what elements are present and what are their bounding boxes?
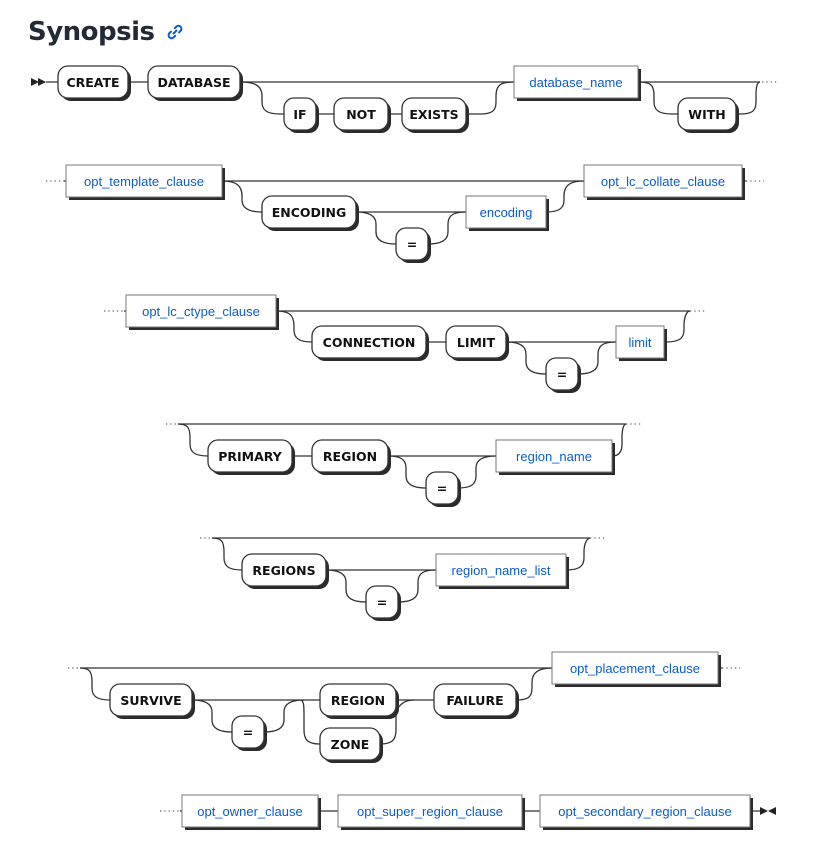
- keyword-region: REGION: [319, 683, 399, 719]
- nonterminal-region-name[interactable]: region_name: [495, 439, 615, 475]
- svg-text:database_name: database_name: [529, 75, 622, 90]
- svg-text:limit: limit: [628, 335, 651, 350]
- svg-text:NOT: NOT: [346, 107, 376, 122]
- svg-text:CONNECTION: CONNECTION: [323, 335, 416, 350]
- svg-text:=: =: [377, 595, 387, 610]
- svg-text:LIMIT: LIMIT: [457, 335, 496, 350]
- keyword-equals: =: [395, 227, 431, 263]
- keyword-survive: SURVIVE: [109, 683, 195, 719]
- keyword-database: DATABASE: [147, 65, 243, 101]
- nonterminal-database-name[interactable]: database_name: [513, 65, 641, 101]
- nonterminal-opt-placement-clause[interactable]: opt_placement_clause: [551, 651, 721, 687]
- nonterminal-region-name-list[interactable]: region_name_list: [435, 553, 569, 589]
- svg-text:region_name_list: region_name_list: [451, 563, 550, 578]
- svg-text:opt_lc_collate_clause: opt_lc_collate_clause: [601, 174, 725, 189]
- svg-text:opt_secondary_region_clause: opt_secondary_region_clause: [558, 804, 731, 819]
- keyword-with: WITH: [677, 97, 739, 133]
- keyword-equals: =: [365, 585, 401, 621]
- svg-text:EXISTS: EXISTS: [409, 107, 458, 122]
- svg-text:REGION: REGION: [323, 449, 377, 464]
- link-icon[interactable]: [165, 22, 185, 42]
- svg-text:FAILURE: FAILURE: [446, 693, 503, 708]
- keyword-equals: =: [231, 715, 267, 751]
- nonterminal-opt-owner-clause[interactable]: opt_owner_clause: [181, 794, 321, 830]
- page-title: Synopsis: [28, 17, 155, 47]
- svg-text:encoding: encoding: [480, 205, 533, 220]
- svg-text:CREATE: CREATE: [66, 75, 119, 90]
- svg-text:opt_super_region_clause: opt_super_region_clause: [357, 804, 503, 819]
- svg-text:REGION: REGION: [331, 693, 385, 708]
- keyword-limit: LIMIT: [445, 325, 509, 361]
- nonterminal-opt-super-region-clause[interactable]: opt_super_region_clause: [337, 794, 525, 830]
- keyword-connection: CONNECTION: [311, 325, 429, 361]
- svg-text:PRIMARY: PRIMARY: [218, 449, 282, 464]
- svg-text:=: =: [243, 725, 253, 740]
- svg-text:region_name: region_name: [516, 449, 592, 464]
- nonterminal-opt-lc-ctype-clause[interactable]: opt_lc_ctype_clause: [125, 294, 279, 330]
- svg-text:WITH: WITH: [688, 107, 725, 122]
- keyword-regions: REGIONS: [241, 553, 329, 589]
- keyword-equals: =: [545, 357, 581, 393]
- diagram-start-icon: [31, 78, 46, 86]
- keyword-region: REGION: [311, 439, 391, 475]
- svg-text:=: =: [437, 481, 447, 496]
- svg-text:DATABASE: DATABASE: [157, 75, 230, 90]
- diagram-end-icon: [760, 807, 776, 815]
- keyword-not: NOT: [333, 97, 391, 133]
- keyword-zone: ZONE: [319, 727, 383, 763]
- svg-text:SURVIVE: SURVIVE: [120, 693, 181, 708]
- svg-text:=: =: [557, 367, 567, 382]
- keyword-equals: =: [425, 471, 461, 507]
- keyword-if: IF: [283, 97, 319, 133]
- nonterminal-limit[interactable]: limit: [615, 325, 667, 361]
- synopsis-heading: Synopsis: [28, 12, 185, 52]
- keyword-exists: EXISTS: [401, 97, 469, 133]
- nonterminal-opt-template-clause[interactable]: opt_template_clause: [65, 164, 225, 200]
- svg-text:REGIONS: REGIONS: [252, 563, 315, 578]
- nonterminal-encoding[interactable]: encoding: [465, 195, 549, 231]
- svg-text:ENCODING: ENCODING: [272, 205, 347, 220]
- svg-text:=: =: [407, 237, 417, 252]
- svg-text:opt_owner_clause: opt_owner_clause: [197, 804, 303, 819]
- keyword-encoding: ENCODING: [261, 195, 359, 231]
- nonterminal-opt-lc-collate-clause[interactable]: opt_lc_collate_clause: [583, 164, 745, 200]
- svg-text:opt_lc_ctype_clause: opt_lc_ctype_clause: [142, 304, 260, 319]
- svg-text:opt_placement_clause: opt_placement_clause: [570, 661, 700, 676]
- keyword-failure: FAILURE: [433, 683, 519, 719]
- nonterminal-opt-secondary-region-clause[interactable]: opt_secondary_region_clause: [539, 794, 753, 830]
- svg-text:ZONE: ZONE: [331, 737, 370, 752]
- svg-text:opt_template_clause: opt_template_clause: [84, 174, 204, 189]
- keyword-primary: PRIMARY: [207, 439, 295, 475]
- svg-text:IF: IF: [293, 107, 306, 122]
- keyword-create: CREATE: [57, 65, 131, 101]
